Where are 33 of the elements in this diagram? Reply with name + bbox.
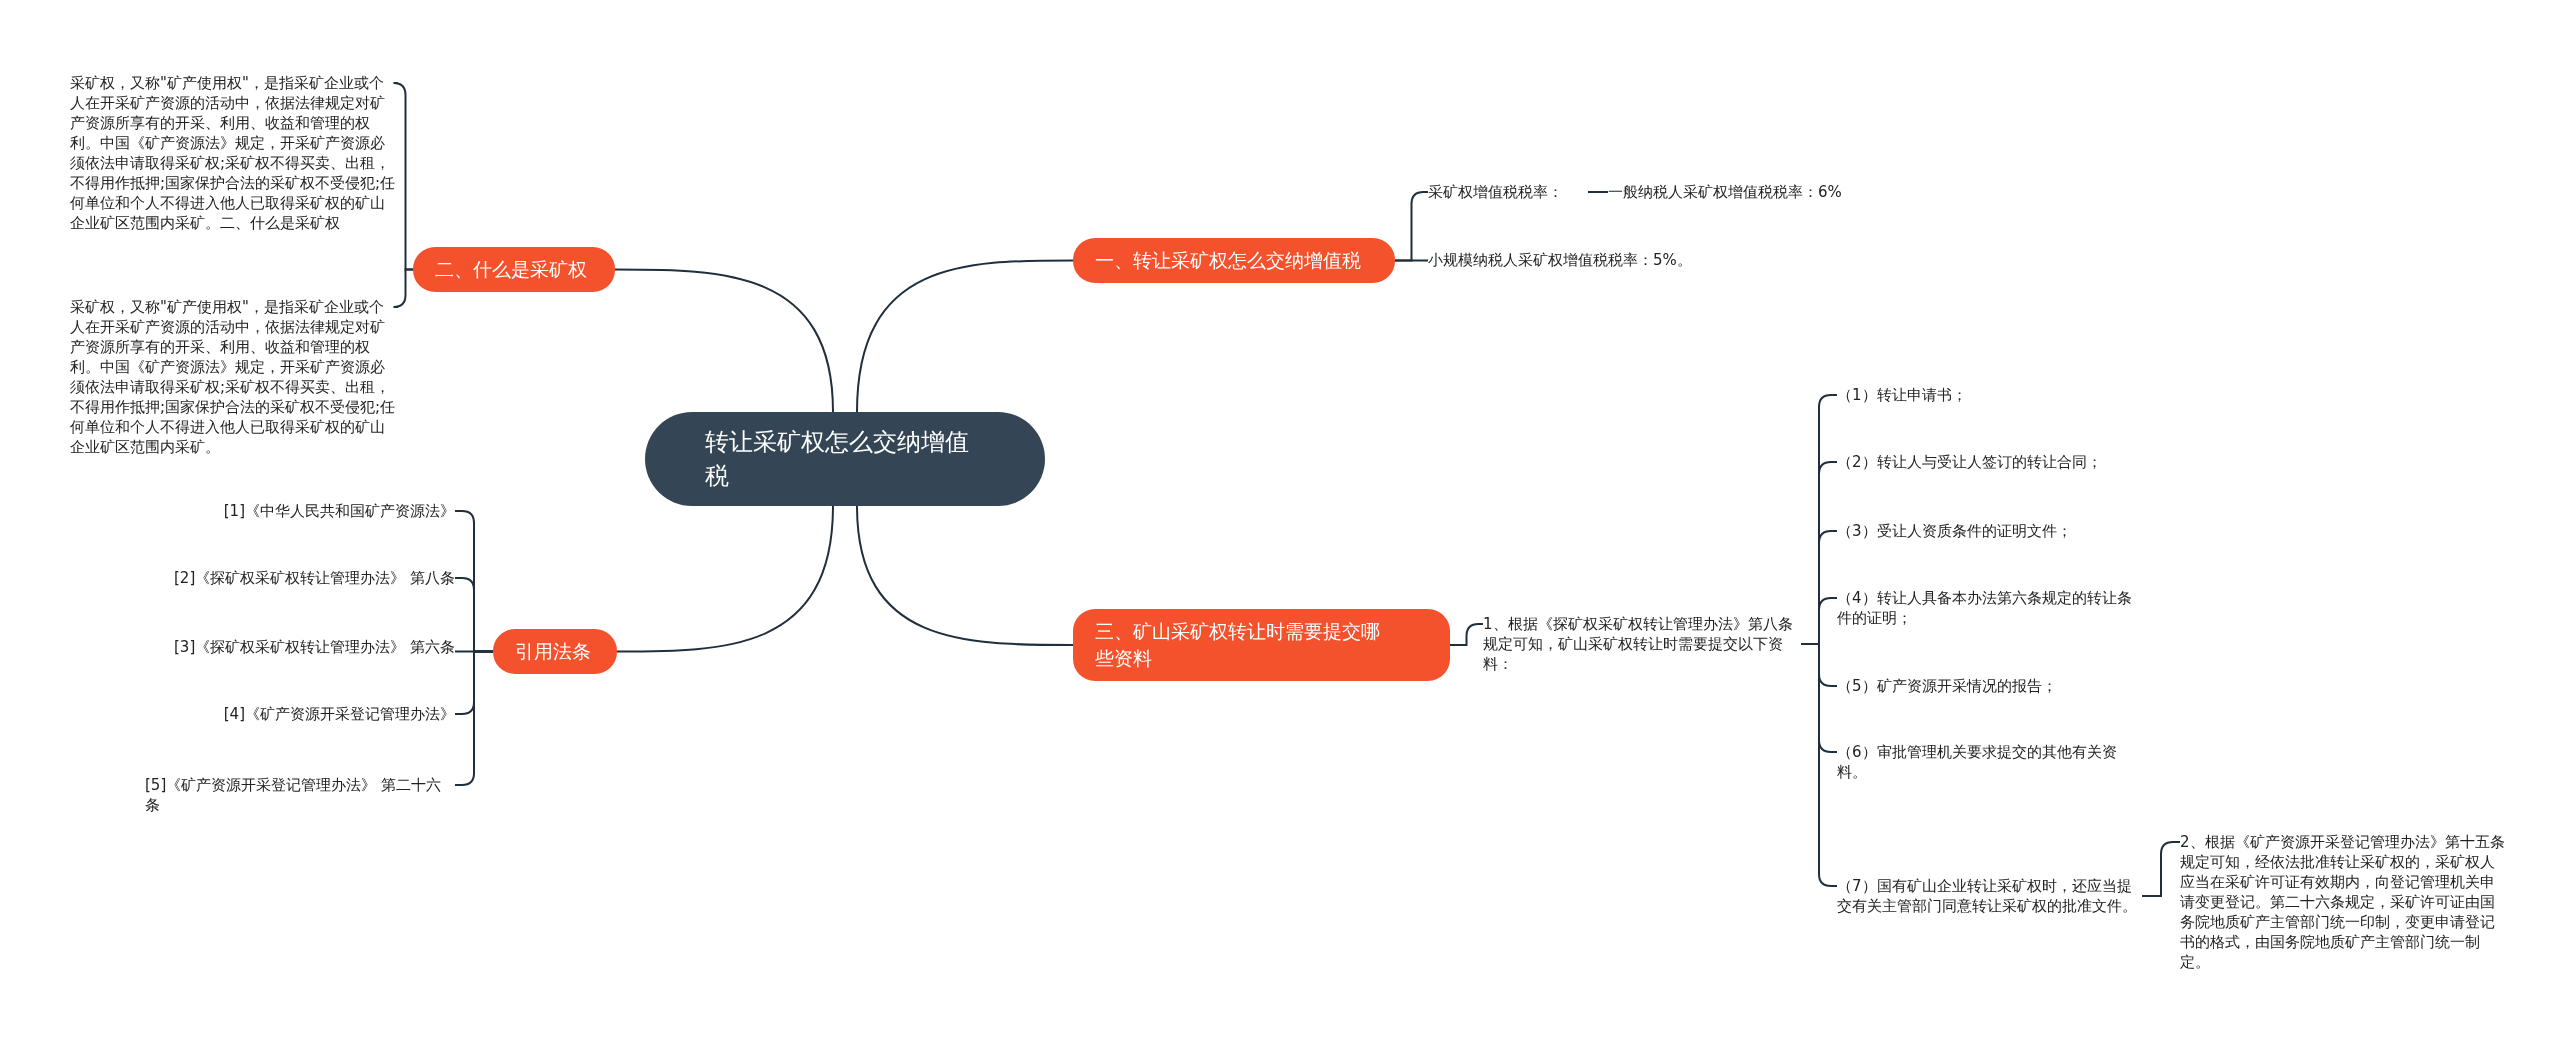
connector-line	[2141, 841, 2181, 897]
connector-line	[1394, 259, 1429, 262]
reference-text: [1]《中华人民共和国矿产资源法》	[125, 501, 455, 521]
branch-topic: 一、转让采矿权怎么交纳增值税	[1073, 238, 1395, 283]
paragraph-text: 采矿权，又称"矿产使用权"，是指采矿企业或个人在开采矿产资源的活动中，依据法律规定对矿产资源所享有的开采、利用、收益和管理的权利。中国《矿产资源法》规定，开采矿产资源必须依法申请取得采矿权;采矿权不得买卖、出租，不得用作抵押;国家保护合法的采矿权不受侵犯;任何单位和个人不得进入他人已取得采矿权的矿山企业矿区范围内采矿。二、什么是采矿权	[70, 73, 398, 233]
list-item-text: （4）转让人具备本办法第六条规定的转让条件的证明；	[1837, 588, 2142, 628]
reference-text: [4]《矿产资源开采登记管理办法》	[125, 704, 455, 724]
connector-line	[616, 505, 834, 653]
paragraph-text: 采矿权，又称"矿产使用权"，是指采矿企业或个人在开采矿产资源的活动中，依据法律规定对矿产资源所享有的开采、利用、收益和管理的权利。中国《矿产资源法》规定，开采矿产资源必须依法申请取得采矿权;采矿权不得买卖、出租，不得用作抵押;国家保护合法的采矿权不受侵犯;任何单位和个人不得进入他人已取得采矿权的矿山企业矿区范围内采矿。	[70, 297, 398, 457]
subtopic-text: 1、根据《探矿权采矿权转让管理办法》第八条规定可知，矿山采矿权转让时需要提交以下资料：	[1483, 614, 1801, 674]
list-item-text: （2）转让人与受让人签订的转让合同；	[1837, 452, 2142, 472]
connector-line	[1587, 191, 1609, 193]
subtopic-text: 2、根据《矿产资源开采登记管理办法》第十五条规定可知，经依法批准转让采矿权的，采矿权人应当在采矿许可证有效期内，向登记管理机关申请变更登记。第二十六条规定，采矿许可证由国务院地质矿产主管部门统一印制，变更申请登记书的格式，由国务院地质矿产主管部门统一制定。	[2180, 832, 2505, 972]
branch-topic: 引用法条	[493, 629, 617, 674]
list-item-text: （5）矿产资源开采情况的报告；	[1837, 676, 2142, 696]
list-item-text: （3）受让人资质条件的证明文件；	[1837, 521, 2142, 541]
list-item-text: （1）转让申请书；	[1837, 385, 2142, 405]
reference-text: [2]《探矿权采矿权转让管理办法》 第八条	[125, 568, 455, 588]
branch-topic: 二、什么是采矿权	[413, 247, 615, 292]
branch-topic: 三、矿山采矿权转让时需要提交哪些资料	[1073, 609, 1450, 681]
root-topic: 转让采矿权怎么交纳增值税	[645, 412, 1045, 506]
reference-text: [5]《矿产资源开采登记管理办法》 第二十六条	[145, 775, 455, 815]
connector-line	[1449, 623, 1484, 646]
subtopic-text: 采矿权增值税税率：	[1428, 182, 1588, 202]
connector-line	[856, 259, 1074, 413]
connector-line	[856, 505, 1074, 646]
list-item-text: （6）审批管理机关要求提交的其他有关资料。	[1837, 742, 2142, 782]
list-item-text: （7）国有矿山企业转让采矿权时，还应当提交有关主管部门同意转让采矿权的批准文件。	[1837, 876, 2142, 916]
connector-line	[614, 268, 834, 413]
subtopic-text: 小规模纳税人采矿权增值税税率：5%。	[1428, 250, 1728, 270]
reference-text: [3]《探矿权采矿权转让管理办法》 第六条	[125, 637, 455, 657]
connector-line	[392, 268, 414, 308]
subtopic-text: 一般纳税人采矿权增值税税率：6%	[1608, 182, 1888, 202]
